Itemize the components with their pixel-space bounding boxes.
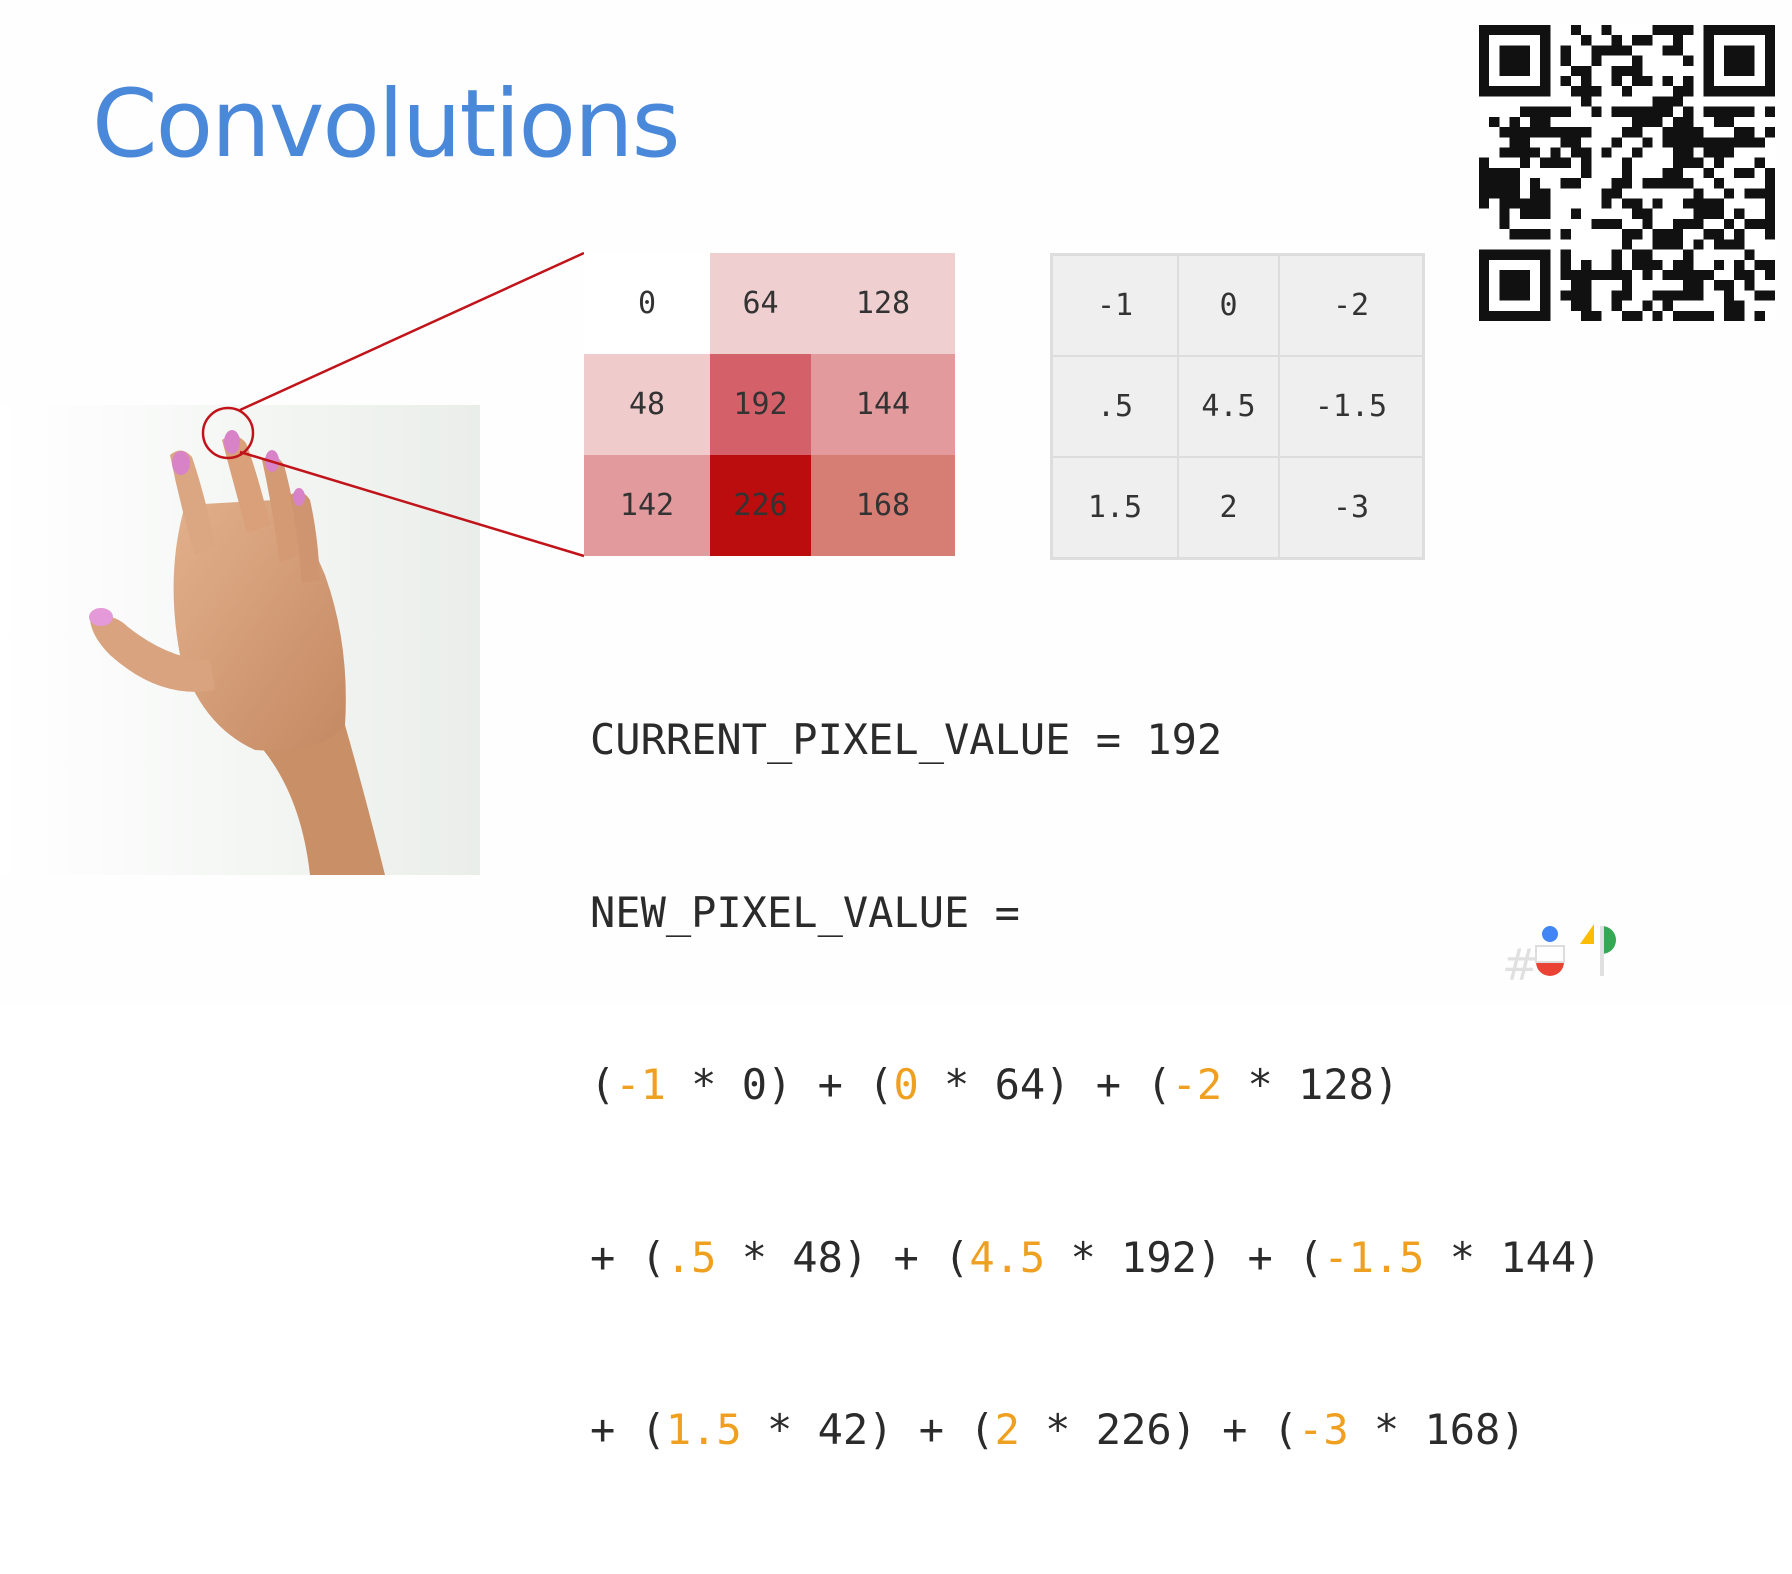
formula-text: + ( — [590, 1232, 666, 1282]
formula-text: * 168) — [1348, 1405, 1526, 1454]
filter-cell: 0 — [1178, 255, 1279, 356]
pixel-cell: 128 — [811, 253, 955, 354]
filter-cell: 1.5 — [1052, 457, 1178, 558]
formula-line-row3: + (1.5 * 42) + (2 * 226) + (-3 * 168) — [590, 1401, 1602, 1459]
filter-cell: -2 — [1279, 255, 1423, 356]
filter-weight: 1.5 — [665, 1405, 742, 1454]
filter-weight: .5 — [665, 1232, 717, 1282]
zoom-line-top — [239, 251, 585, 412]
pixel-cell: 192 — [710, 354, 811, 455]
filter-weight: -1 — [615, 1060, 666, 1109]
formula-text: + ( — [590, 1405, 666, 1454]
formula-line-row1: (-1 * 0) + (0 * 64) + (-2 * 128) — [590, 1056, 1602, 1114]
convolution-formula: CURRENT_PIXEL_VALUE = 192 NEW_PIXEL_VALU… — [590, 596, 1602, 1574]
pixel-cell: 144 — [811, 354, 955, 455]
formula-text: * 48) + ( — [716, 1232, 970, 1282]
google-io-logo: # — [1502, 924, 1616, 984]
qr-code[interactable] — [1479, 25, 1775, 321]
formula-line-new: NEW_PIXEL_VALUE = — [590, 887, 1020, 937]
slide: Convolutions — [0, 25, 1775, 1454]
formula-line-current: CURRENT_PIXEL_VALUE = 192 — [590, 715, 1223, 764]
filter-cell: -1.5 — [1279, 356, 1423, 457]
formula-text: * 64) + ( — [918, 1060, 1172, 1109]
formula-text: * 144) — [1424, 1232, 1602, 1282]
formula-text: * 226) + ( — [1019, 1405, 1299, 1454]
filter-cell: .5 — [1052, 356, 1178, 457]
filter-cell: -3 — [1279, 457, 1423, 558]
pixel-cell: 48 — [584, 354, 710, 455]
filter-weight: -1.5 — [1323, 1232, 1425, 1282]
filter-weight: -3 — [1298, 1405, 1349, 1454]
hand-photo — [0, 405, 480, 875]
slide-title: Convolutions — [92, 70, 681, 179]
filter-grid: -1 0 -2 .5 4.5 -1.5 1.5 2 -3 — [1050, 253, 1425, 560]
formula-text: * 42) + ( — [741, 1405, 995, 1454]
pixel-grid: 0 64 128 48 192 144 142 226 168 — [584, 253, 955, 556]
formula-text: * 0) + ( — [665, 1060, 894, 1109]
filter-weight: -2 — [1171, 1060, 1223, 1109]
formula-text: * 128) — [1222, 1060, 1400, 1109]
filter-cell: 4.5 — [1178, 356, 1279, 457]
pixel-cell: 142 — [584, 455, 710, 556]
pixel-cell: 0 — [584, 253, 710, 354]
io-hashtag: # — [1502, 940, 1539, 984]
filter-weight: 4.5 — [969, 1232, 1046, 1282]
formula-text: ( — [590, 1060, 616, 1109]
pixel-cell: 168 — [811, 455, 955, 556]
formula-line-row2: + (.5 * 48) + (4.5 * 192) + (-1.5 * 144) — [590, 1229, 1602, 1287]
filter-cell: 2 — [1178, 457, 1279, 558]
filter-weight: 2 — [994, 1405, 1020, 1454]
pixel-cell: 226 — [710, 455, 811, 556]
filter-cell: -1 — [1052, 255, 1178, 356]
formula-text: * 192) + ( — [1045, 1232, 1324, 1282]
pixel-cell: 64 — [710, 253, 811, 354]
filter-weight: 0 — [893, 1060, 919, 1109]
